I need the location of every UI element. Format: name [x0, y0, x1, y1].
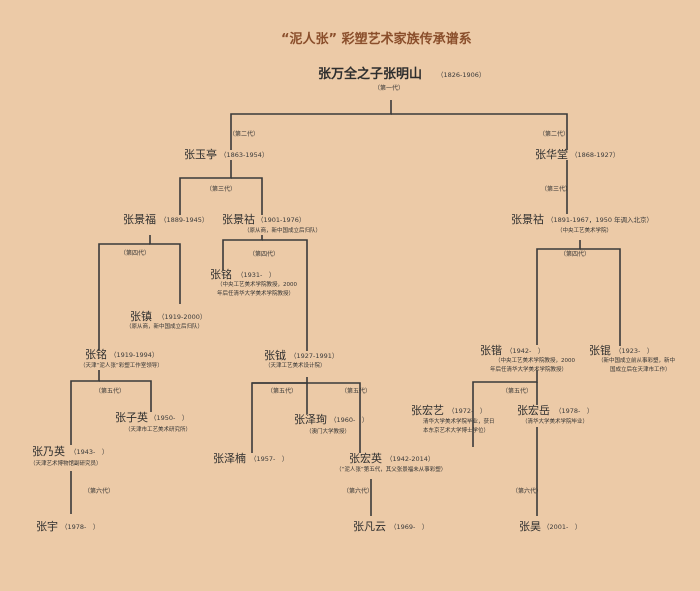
hongying-dates: （1942-2014）	[386, 455, 435, 463]
jingfu-dates: （1889-1945）	[160, 216, 209, 224]
root-name: 张万全之子张明山	[318, 67, 423, 82]
yue-gen5-label-b: （第五代）	[341, 388, 372, 395]
huatang-gen3-label: （第三代）	[541, 186, 572, 193]
yue-gen5-label-a: （第五代）	[267, 388, 298, 395]
jinghu-note: （原从商，新中国成立后归队）	[244, 228, 322, 234]
kai-note-2: 年后任清华大学美术学院教授）	[490, 367, 568, 373]
yuting-gen3-label: （第三代）	[206, 186, 237, 193]
jingfu-name: 张景福	[123, 213, 156, 226]
root-dates: （1826-1906）	[437, 71, 486, 79]
zekui-name: 张泽珣	[294, 413, 327, 426]
yue-dates: （1927-1991）	[290, 352, 339, 360]
zekui-dates: （1960- ）	[330, 416, 369, 424]
kai-dates: （1942- ）	[506, 347, 545, 355]
gen1-label: （第一代）	[374, 85, 405, 92]
hongyi-note-1: 清华大学美术学院毕业，获日	[423, 419, 495, 425]
ziying-note: （天津市工艺美术研究所）	[125, 427, 192, 433]
jinghu2-gen4-label: （第四代）	[560, 251, 591, 258]
hongying-note: （“泥人张”第五代，其父张景福未从事彩塑）	[336, 467, 447, 473]
ziying-name: 张子英	[115, 411, 148, 424]
ming-note-2: 年后任清华大学美术学院教授）	[217, 291, 295, 297]
ming2-note: （天津“泥人张”彩塑工作室领导）	[80, 363, 163, 369]
jinghu2-note: （中央工艺美术学院）	[557, 228, 613, 234]
huatang-name: 张华堂	[535, 148, 568, 161]
kun-dates: （1923- ）	[615, 347, 654, 355]
ming-note-1: （中央工艺美术学院教授，2000	[217, 282, 297, 288]
hongyi-note-2: 本东京艺术大学博士学位）	[423, 428, 490, 434]
hongyue-dates: （1978- ）	[555, 407, 594, 415]
zhen-dates: （1919-2000）	[158, 313, 207, 321]
kai-gen5-label: （第五代）	[502, 388, 533, 395]
zenan-dates: （1957- ）	[250, 455, 289, 463]
ming-dates: （1931- ）	[237, 271, 276, 279]
hongyue-note: （清华大学美术学院毕业）	[522, 419, 589, 425]
zekui-note: （澳门大学教授）	[306, 429, 351, 435]
hongyue-gen6-label: （第六代）	[512, 488, 543, 495]
ming2-gen5-label: （第五代）	[95, 388, 126, 395]
ziying-dates: （1950- ）	[150, 414, 189, 422]
hao-dates: （2001- ）	[543, 523, 582, 531]
jinghu2-dates: （1891-1967，1950 年调入北京）	[547, 216, 654, 224]
yue-note: （天津工艺美术设计院）	[265, 363, 326, 369]
fanyun-dates: （1969- ）	[390, 523, 429, 531]
hongyi-name: 张宏艺	[411, 404, 444, 417]
kai-name: 张锴	[480, 344, 502, 357]
ming2-dates: （1919-1994）	[110, 351, 159, 359]
yuting-name: 张玉亭	[184, 148, 217, 161]
fanyun-name: 张凡云	[353, 520, 386, 533]
yu-name: 张宇	[36, 520, 58, 533]
ming2-name: 张铭	[85, 348, 107, 361]
jinghu2-name: 张景祜	[511, 213, 544, 226]
yu-dates: （1978- ）	[61, 523, 100, 531]
gen2-left-label: （第二代）	[229, 131, 260, 138]
gen2-right-label: （第二代）	[539, 131, 570, 138]
zenan-name: 张泽楠	[213, 452, 246, 465]
zhen-note: （原从商，新中国成立后归队）	[126, 324, 204, 330]
naiying-gen6-label: （第六代）	[84, 488, 115, 495]
zhen-name: 张镇	[130, 310, 152, 323]
hongyi-dates: （1972- ）	[448, 407, 487, 415]
jinghu-name: 张景祜	[222, 213, 255, 226]
naiying-dates: （1943- ）	[70, 448, 109, 456]
ming-name: 张铭	[210, 268, 232, 281]
jinghu-dates: （1901-1976）	[257, 216, 306, 224]
hongying-name: 张宏英	[349, 452, 382, 465]
naiying-name: 张乃英	[32, 445, 65, 458]
kai-note-1: （中央工艺美术学院教授，2000	[495, 358, 575, 364]
naiying-note: （天津艺术博物馆副研究员）	[30, 461, 102, 467]
jingfu-gen4-label: （第四代）	[120, 250, 151, 257]
kun-note-2: 国成立后在天津市工作）	[610, 367, 671, 373]
yue-name: 张钺	[264, 349, 286, 362]
huatang-dates: （1868-1927）	[571, 151, 620, 159]
hongying-gen6-label: （第六代）	[343, 488, 374, 495]
kun-note-1: （新中国成立前从事彩塑，新中	[598, 358, 676, 364]
kun-name: 张锟	[589, 344, 611, 357]
jinghu-gen4-label: （第四代）	[249, 251, 280, 258]
yuting-dates: （1863-1954）	[220, 151, 269, 159]
hongyue-name: 张宏岳	[517, 404, 550, 417]
hao-name: 张昊	[519, 520, 541, 533]
chart-title: “泥人张” 彩塑艺术家族传承谱系	[281, 32, 472, 47]
